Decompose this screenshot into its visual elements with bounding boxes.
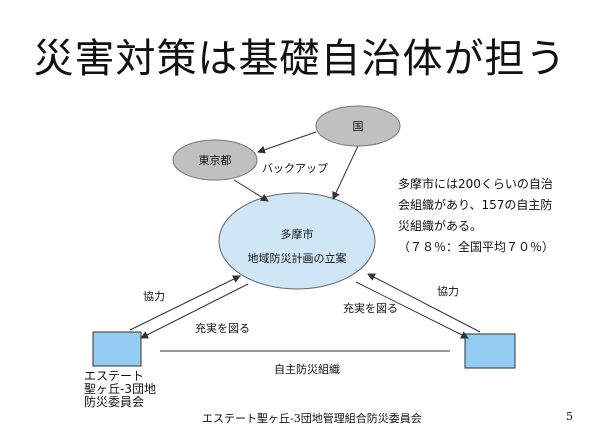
arrow-kuni-tama (332, 145, 359, 200)
arrow-left-down (140, 283, 249, 339)
org-label-line: 聖ヶ丘-3団地 (84, 382, 156, 396)
node-tama (218, 192, 376, 290)
label-backup: バックアップ (262, 162, 328, 175)
label-jujitsu-right: 充実を図る (343, 302, 398, 315)
slide-footer: エステート聖ヶ丘-3団地管理組合防災委員会 (202, 412, 422, 425)
label-jishu: 自主防災組織 (274, 363, 340, 376)
node-tokyo (172, 139, 258, 181)
box-right (464, 333, 516, 369)
note-text: 多摩市には200くらいの自治 会組織があり、157の自主防 災組織がある。 （７… (398, 174, 554, 258)
arrow-right-down (355, 281, 469, 339)
node-tama-line2: 地域防災計画の立案 (248, 251, 347, 265)
node-tama-line1: 多摩市 (281, 227, 314, 241)
note-line: 会組織があり、157の自主防 (398, 198, 553, 212)
org-label: エステート 聖ヶ丘-3団地 防災委員会 (84, 370, 156, 409)
note-line: （７８％：全国平均７０％） (398, 240, 555, 254)
note-line: 災組織がある。 (398, 219, 483, 233)
note-line: 多摩市には200くらいの自治 (398, 177, 553, 191)
arrow-kuni-tokyo (257, 131, 317, 154)
node-kuni-label: 国 (353, 120, 364, 133)
label-kyoryoku-left: 協力 (143, 290, 165, 303)
page-number: 5 (566, 410, 573, 423)
org-label-line: エステート (84, 369, 145, 383)
arrow-tokyo-tama (233, 179, 269, 202)
label-jujitsu-left: 充実を図る (195, 322, 250, 335)
box-left (92, 331, 142, 367)
arrow-right-up (367, 273, 481, 333)
label-kyoryoku-right: 協力 (437, 285, 459, 298)
slide-title: 災害対策は基礎自治体が担う (33, 36, 567, 82)
org-label-line: 防災委員会 (84, 395, 145, 409)
arrow-left-up (129, 275, 241, 331)
node-tokyo-label: 東京都 (199, 153, 232, 167)
